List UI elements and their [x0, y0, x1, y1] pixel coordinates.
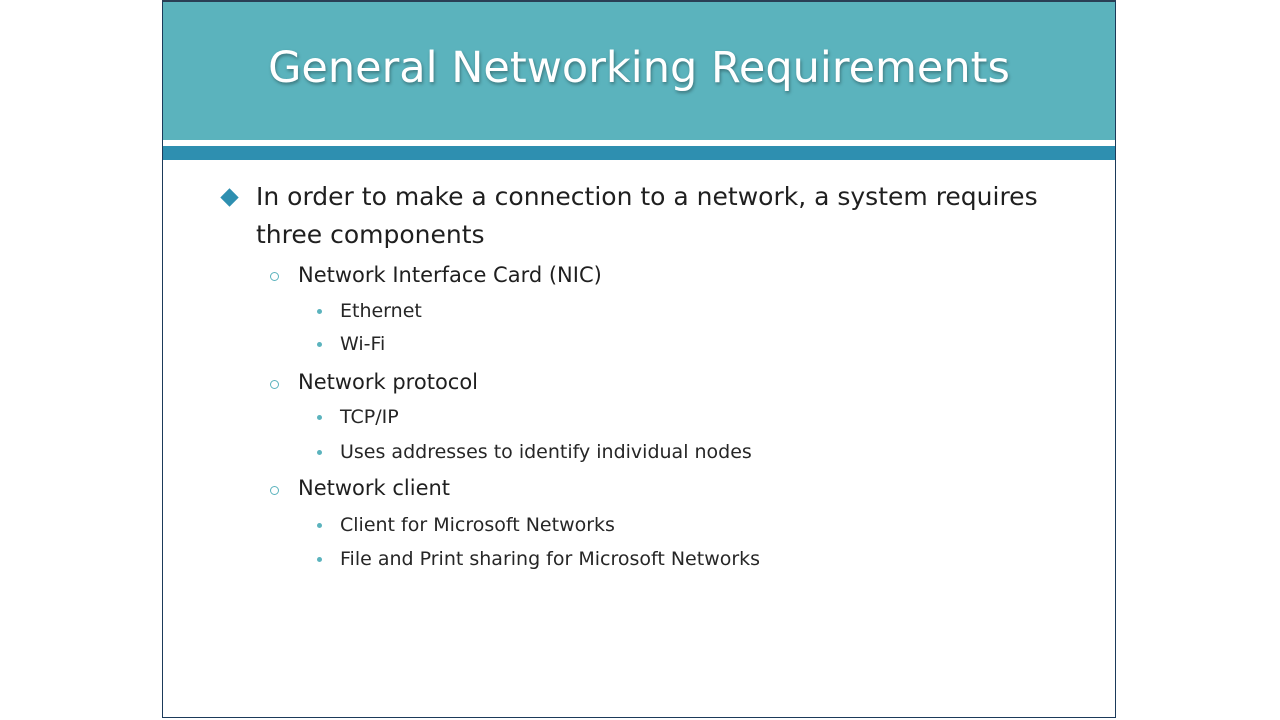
bullet-protocol-item: TCP/IP [340, 406, 399, 428]
dot-bullet-icon [317, 415, 322, 420]
bullet-protocol-item: Uses addresses to identify individual no… [340, 441, 752, 463]
circle-bullet-icon [270, 486, 279, 495]
dot-bullet-icon [317, 342, 322, 347]
diamond-bullet-icon [220, 188, 239, 207]
dot-bullet-icon [317, 523, 322, 528]
slide-content: In order to make a connection to a netwo… [163, 160, 1115, 717]
bullet-nic-item: Ethernet [340, 300, 422, 322]
bullet-client: Network client [298, 476, 451, 500]
dot-bullet-icon [317, 309, 322, 314]
circle-bullet-icon [270, 380, 279, 389]
accent-bar [163, 146, 1115, 160]
slide: General Networking Requirements In order… [162, 0, 1116, 718]
title-band: General Networking Requirements [163, 2, 1115, 140]
dot-bullet-icon [317, 557, 322, 562]
bullet-main: In order to make a connection to a netwo… [256, 182, 1038, 249]
bullet-client-item: Client for Microsoft Networks [340, 514, 615, 536]
bullet-client-item: File and Print sharing for Microsoft Net… [340, 548, 761, 570]
slide-title: General Networking Requirements [268, 43, 1010, 93]
circle-bullet-icon [270, 272, 279, 281]
bullet-protocol: Network protocol [298, 370, 479, 394]
bullet-nic-item: Wi-Fi [340, 333, 386, 355]
dot-bullet-icon [317, 450, 322, 455]
bullet-nic: Network Interface Card (NIC) [298, 263, 602, 287]
title-divider-gap [163, 140, 1115, 146]
